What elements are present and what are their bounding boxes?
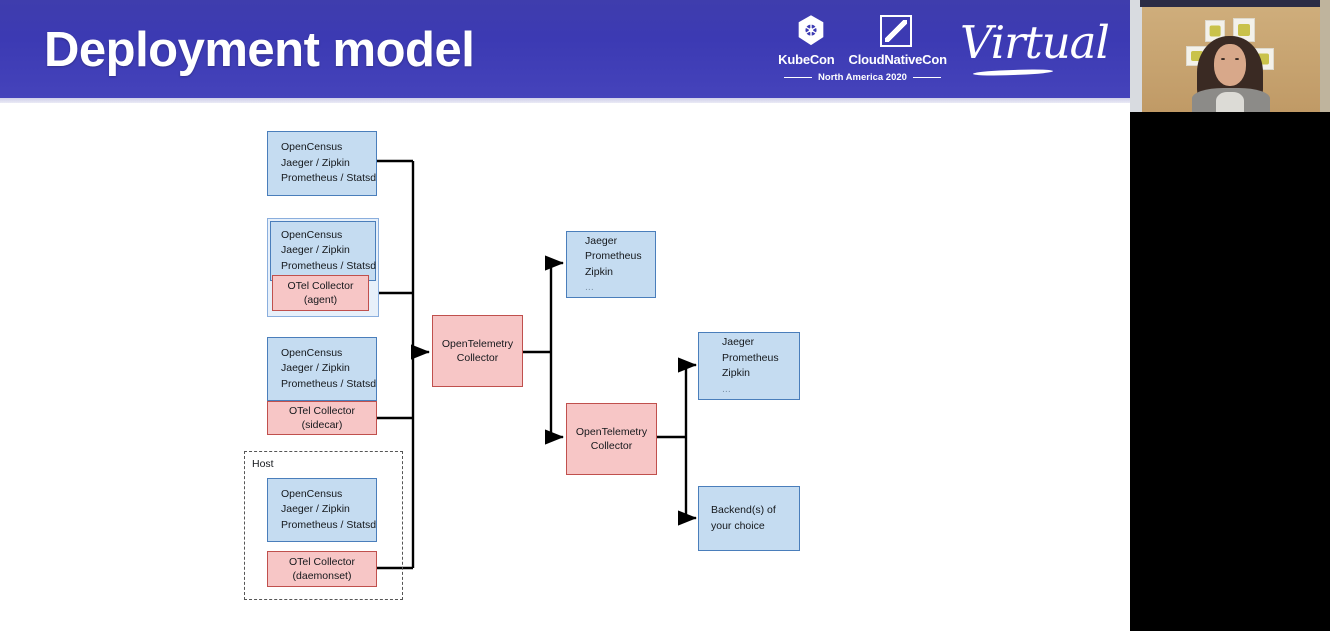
source-sidecar-line-2: Jaeger / Zipkin (281, 362, 350, 375)
event-logo-group: KubeCon CloudNativeCon North America 202… (778, 10, 1110, 90)
otel-collector-agent[interactable]: OTel Collector (agent) (272, 275, 369, 311)
logo-rule-left (784, 76, 813, 79)
cloudnativecon-label: CloudNativeCon (848, 52, 948, 67)
deployment-model-diagram: OpenCensus Jaeger / Zipkin Prometheus / … (0, 103, 1130, 631)
source-daemonset-line-1: OpenCensus (281, 487, 343, 500)
source-box-sidecar[interactable]: OpenCensus Jaeger / Zipkin Prometheus / … (267, 337, 377, 401)
host-container (244, 451, 403, 600)
otel-sidecar-line-1: OTel Collector (289, 404, 355, 417)
page-title: Deployment model (44, 23, 475, 77)
cam-wall-right-edge (1320, 0, 1330, 112)
backends-top-line-3: Zipkin (585, 265, 614, 278)
source-agent-line-3: Prometheus / Statsd (281, 259, 377, 272)
logo-rule-right (912, 76, 941, 79)
backends-choice-line-1: Backend(s) of (711, 504, 776, 516)
virtual-underline-stroke (972, 68, 1054, 77)
event-subtitle: North America 2020 (818, 72, 907, 83)
source-box-plain[interactable]: OpenCensus Jaeger / Zipkin Prometheus / … (267, 131, 377, 196)
opentelemetry-collector-primary[interactable]: OpenTelemetry Collector (432, 315, 523, 387)
collector-primary-line-1: OpenTelemetry (441, 337, 514, 350)
backends-mid-line-1: Jaeger (722, 336, 755, 348)
otel-sidecar-line-2: (sidecar) (301, 418, 343, 431)
backends-mid-line-2: Prometheus (722, 351, 779, 364)
source-agent-line-1: OpenCensus (281, 228, 343, 241)
slide-header-banner (0, 0, 1130, 98)
backends-choice-line-2: your choice (711, 519, 765, 532)
collector-secondary-line-2: Collector (590, 439, 633, 452)
otel-agent-line-1: OTel Collector (287, 279, 354, 292)
cloudnativecon-mark-icon (880, 15, 912, 47)
backends-top-box[interactable]: Jaeger Prometheus Zipkin ... (566, 231, 656, 298)
source-box-agent[interactable]: OpenCensus Jaeger / Zipkin Prometheus / … (270, 221, 376, 281)
backends-mid-box[interactable]: Jaeger Prometheus Zipkin ... (698, 332, 800, 400)
opentelemetry-collector-secondary[interactable]: OpenTelemetry Collector (566, 403, 657, 475)
otel-agent-line-2: (agent) (303, 293, 338, 306)
presenter-video-panel[interactable] (1130, 0, 1330, 631)
otel-collector-daemonset[interactable]: OTel Collector (daemonset) (267, 551, 377, 587)
otel-daemonset-line-1: OTel Collector (289, 555, 355, 568)
source-plain-line-3: Prometheus / Statsd (281, 172, 377, 185)
otel-collector-sidecar[interactable]: OTel Collector (sidecar) (267, 401, 377, 435)
presentation-slide: Deployment model KubeCon (0, 0, 1130, 631)
kubecon-label: KubeCon (778, 52, 835, 67)
logo-text-row: KubeCon CloudNativeCon (778, 52, 948, 67)
banner-underline (0, 98, 1130, 103)
source-box-daemonset[interactable]: OpenCensus Jaeger / Zipkin Prometheus / … (267, 478, 377, 542)
source-daemonset-line-2: Jaeger / Zipkin (281, 503, 350, 516)
presenter-video-feed[interactable] (1130, 0, 1330, 112)
backends-top-line-2: Prometheus (585, 250, 642, 262)
backends-choice-box[interactable]: Backend(s) of your choice (698, 486, 800, 551)
backends-top-line-1: Jaeger (585, 234, 618, 247)
cam-presenter-shirt (1216, 92, 1244, 112)
virtual-wordmark: Virtual (960, 16, 1110, 69)
source-plain-line-2: Jaeger / Zipkin (281, 156, 350, 169)
cam-presenter-eye-right (1235, 58, 1239, 60)
source-daemonset-line-3: Prometheus / Statsd (281, 518, 377, 531)
kubernetes-wheel-icon (798, 15, 824, 46)
backends-mid-line-3: Zipkin (722, 367, 751, 379)
cam-wall-left-edge (1130, 0, 1142, 112)
otel-daemonset-line-2: (daemonset) (292, 569, 352, 582)
video-panel-empty-area (1130, 112, 1330, 631)
source-sidecar-line-3: Prometheus / Statsd (281, 377, 377, 390)
host-label: Host (252, 458, 274, 470)
logo-subtitle-row: North America 2020 (780, 72, 945, 83)
source-agent-line-2: Jaeger / Zipkin (281, 244, 350, 257)
cam-top-strip (1140, 0, 1320, 7)
cam-presenter-face (1214, 44, 1246, 86)
source-sidecar-line-1: OpenCensus (281, 346, 343, 359)
collector-primary-line-2: Collector (456, 351, 499, 364)
backends-mid-line-4: ... (722, 382, 731, 395)
cam-presenter-eye-left (1221, 58, 1225, 60)
diagram-connectors (369, 159, 697, 570)
source-plain-line-1: OpenCensus (281, 141, 343, 154)
backends-top-line-4: ... (585, 281, 594, 293)
collector-secondary-line-1: OpenTelemetry (575, 425, 648, 438)
